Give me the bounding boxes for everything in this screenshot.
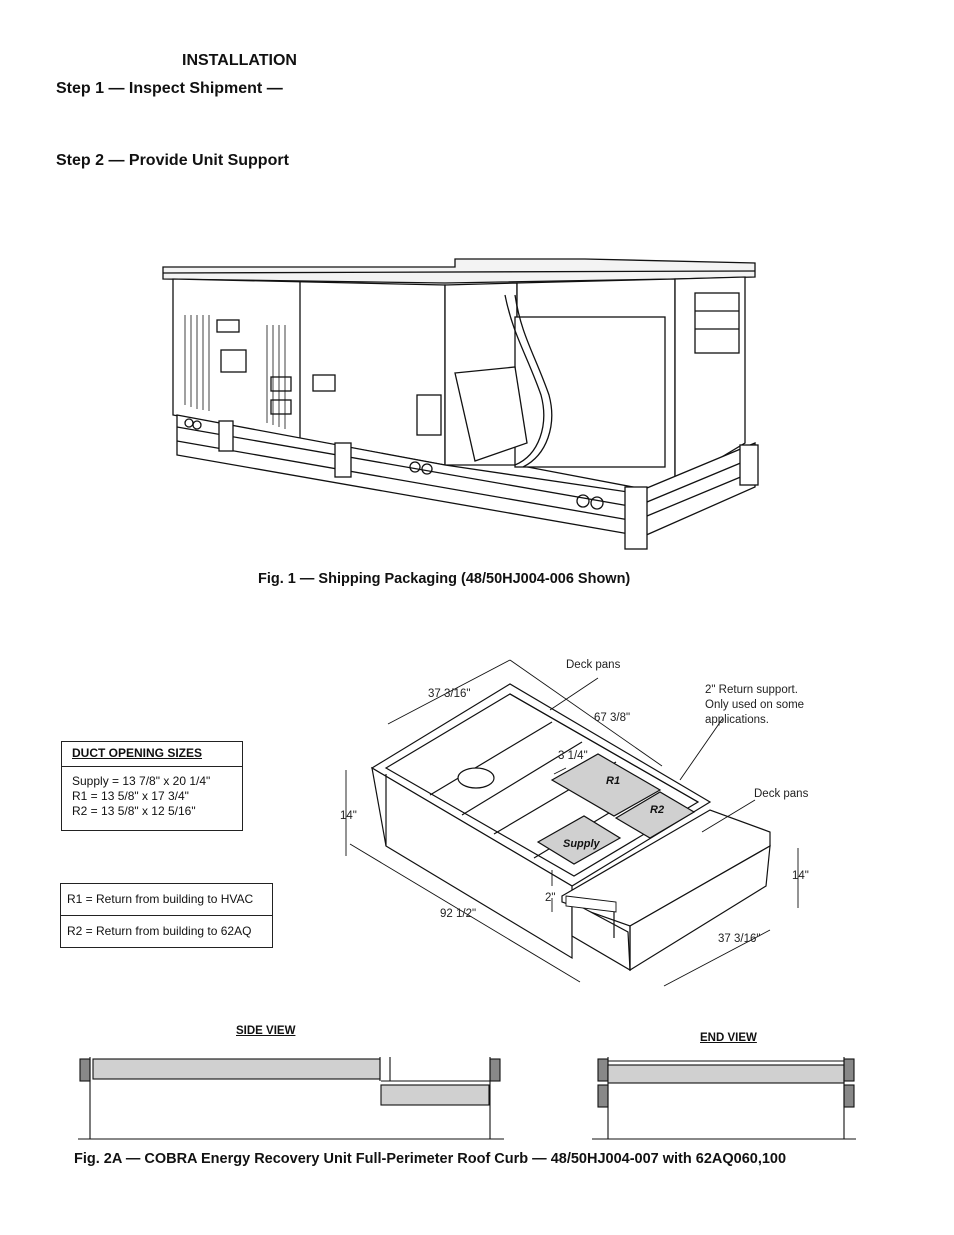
duct-opening-sizes-table: DUCT OPENING SIZES Supply = 13 7/8" x 20… — [61, 741, 243, 831]
dimension-length-overall: 92 1/2" — [440, 908, 477, 920]
duct-size-row: R1 = 13 5/8" x 17 3/4" — [72, 789, 189, 803]
return-support-line: applications. — [705, 714, 769, 726]
figure-1-caption: Fig. 1 — Shipping Packaging (48/50HJ004-… — [258, 571, 631, 587]
return-support-line: Only used on some — [705, 699, 805, 711]
opening-supply-label: Supply — [563, 838, 601, 850]
dimension-gap: 3 1/4" — [558, 750, 588, 762]
return-legend: R1 = Return from building to HVAC R2 = R… — [60, 883, 273, 948]
step-2-heading: Step 2 — Provide Unit Support — [56, 152, 289, 169]
legend-row-r1: R1 = Return from building to HVAC — [67, 892, 254, 906]
dimension-height-right: 14" — [792, 870, 809, 882]
duct-size-row: Supply = 13 7/8" x 20 1/4" — [72, 774, 211, 788]
duct-size-row: R2 = 13 5/8" x 12 5/16" — [72, 804, 196, 818]
opening-r1-label: R1 — [606, 775, 620, 787]
deck-pans-callout-top: Deck pans — [566, 659, 621, 671]
dimension-step: 2" — [545, 892, 556, 904]
deck-pans-callout-right: Deck pans — [754, 788, 809, 800]
legend-row-r2: R2 = Return from building to 62AQ — [61, 915, 272, 947]
end-view-label: END VIEW — [700, 1032, 757, 1044]
dimension-width-end: 37 3/16" — [718, 933, 761, 945]
end-view-drawing — [592, 1057, 856, 1140]
side-view-drawing — [78, 1057, 504, 1140]
side-view-label: SIDE VIEW — [236, 1025, 296, 1037]
section-heading-installation: INSTALLATION — [182, 52, 297, 69]
duct-opening-sizes-title: DUCT OPENING SIZES — [62, 742, 242, 767]
roof-curb-isometric-drawing: R1 R2 Supply — [345, 659, 799, 987]
opening-r2-label: R2 — [650, 804, 664, 816]
dimension-length-top: 67 3/8" — [594, 712, 631, 724]
return-support-callout: 2" Return support. Only used on some app… — [705, 683, 804, 728]
shipping-packaging-illustration — [162, 258, 759, 550]
return-support-line: 2" Return support. — [705, 684, 798, 696]
figure-2a-caption: Fig. 2A — COBRA Energy Recovery Unit Ful… — [74, 1151, 787, 1167]
step-1-heading: Step 1 — Inspect Shipment — — [56, 80, 283, 97]
dimension-height-left: 14" — [340, 810, 357, 822]
dimension-width-top: 37 3/16" — [428, 688, 471, 700]
